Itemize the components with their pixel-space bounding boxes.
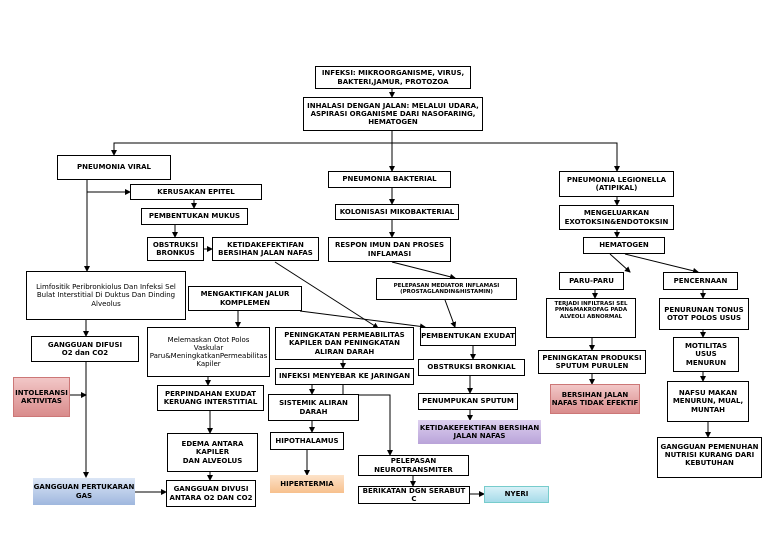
node-gangguan-nutrisi-label: GANGGUAN PEMENUHAN NUTRISI KURANG DARI K… (660, 443, 759, 468)
node-penumpukan-sputum: PENUMPUKAN SPUTUM (418, 393, 518, 410)
node-obstruksi-bronkus-label: OBSTRUKSI BRONKUS (152, 240, 199, 257)
node-terjadi-infiltrasi-label: TERJADI INFILTRASI SEL PMN&MAKROFAG PADA… (554, 301, 628, 320)
node-penumpukan-sputum-label: PENUMPUKAN SPUTUM (422, 397, 514, 406)
node-perpindahan-exudat: PERPINDAHAN EXUDAT KERUANG INTERSTITIAL (157, 385, 264, 411)
node-limfositik-label: Limfositik Peribronkiolus Dan Infeksi Se… (36, 283, 176, 308)
node-pencernaan-label: PENCERNAAN (673, 276, 728, 285)
node-hematogen: HEMATOGEN (583, 237, 665, 254)
node-pneumonia-bakterial: PNEUMONIA BAKTERIAL (328, 171, 451, 188)
node-gangguan-nutrisi: GANGGUAN PEMENUHAN NUTRISI KURANG DARI K… (657, 437, 762, 478)
node-pelepasan-neuro: PELEPASAN NEUROTRANSMITER (358, 455, 469, 476)
node-kolonisasi-label: KOLONISASI MIKOBAKTERIAL (339, 207, 455, 216)
node-infeksi-menyebar-label: INFEKSI MENYEBAR KE JARINGAN (278, 372, 411, 381)
node-bersihan-tidak-efektif: BERSIHAN JALAN NAFAS TIDAK EFEKTIF (550, 384, 640, 414)
node-pembentukan-mukus: PEMBENTUKAN MUKUS (141, 208, 248, 225)
node-mengeluarkan: MENGELUARKAN EXOTOKSIN&ENDOTOKSIN (559, 205, 674, 230)
node-ketidakefektifan-2: KETIDAKEFEKTIFAN BERSIHAN JALAN NAFAS (418, 420, 541, 444)
node-obstruksi-bronkus: OBSTRUKSI BRONKUS (147, 237, 204, 261)
node-pelepasan-neuro-label: PELEPASAN NEUROTRANSMITER (374, 457, 453, 474)
node-terjadi-infiltrasi: TERJADI INFILTRASI SEL PMN&MAKROFAG PADA… (546, 298, 636, 338)
node-mengeluarkan-label: MENGELUARKAN EXOTOKSIN&ENDOTOKSIN (564, 209, 669, 226)
node-infeksi-menyebar: INFEKSI MENYEBAR KE JARINGAN (275, 368, 414, 385)
node-respon-imun-label: RESPON IMUN DAN PROSES INFLAMASI (335, 241, 444, 258)
node-motilitas: MOTILITAS USUS MENURUN (673, 337, 739, 372)
node-ketidakefektifan-2-label: KETIDAKEFEKTIFAN BERSIHAN JALAN NAFAS (419, 423, 540, 440)
node-mengaktifkan-label: MENGAKTIFKAN JALUR KOMPLEMEN (200, 290, 290, 307)
node-nyeri-label: NYERI (504, 490, 529, 499)
node-gangguan-difusi-1: GANGGUAN DIFUSI O2 dan CO2 (31, 336, 139, 362)
node-hipertermia: HIPERTERMIA (270, 475, 344, 493)
node-intoleransi-label: INTOLERANSI AKTIVITAS (15, 388, 68, 405)
node-nyeri: NYERI (484, 486, 549, 503)
node-gangguan-difusi-2-label: GANGGUAN DIVUSI ANTARA O2 DAN CO2 (169, 485, 253, 502)
node-hipothalamus-label: HIPOTHALAMUS (275, 436, 339, 445)
node-pneumonia-legionella: PNEUMONIA LEGIONELLA (ATIPIKAL) (559, 171, 674, 197)
node-pneumonia-viral-label: PNEUMONIA VIRAL (77, 163, 151, 172)
node-infeksi-label: INFEKSI: MIKROORGANISME, VIRUS, BAKTERI,… (321, 69, 465, 86)
node-infeksi: INFEKSI: MIKROORGANISME, VIRUS, BAKTERI,… (315, 66, 471, 89)
node-berikatan-label: BERIKATAN DGN SERABUT C (362, 486, 466, 503)
node-kolonisasi: KOLONISASI MIKOBAKTERIAL (335, 204, 459, 220)
node-nafsu-makan: NAFSU MAKAN MENURUN, MUAL, MUNTAH (667, 381, 749, 422)
node-pembentukan-mukus-label: PEMBENTUKAN MUKUS (148, 212, 241, 221)
node-pembentukan-exudat-label: PEMBENTUKAN EXUDAT (421, 332, 515, 341)
node-penurunan-tonus: PENURUNAN TONUS OTOT POLOS USUS (659, 298, 749, 330)
node-hematogen-label: HEMATOGEN (599, 241, 649, 250)
node-peningkatan-sputum: PENINGKATAN PRODUKSI SPUTUM PURULEN (538, 350, 646, 374)
node-pneumonia-legionella-label: PNEUMONIA LEGIONELLA (ATIPIKAL) (566, 175, 667, 192)
node-ketidakefektifan-1: KETIDAKEFEKTIFAN BERSIHAN JALAN NAFAS (212, 237, 319, 261)
node-melemaskan: Melemaskan Otot Polos Vaskular Paru&Meni… (147, 327, 270, 377)
node-hipertermia-label: HIPERTERMIA (280, 479, 334, 488)
node-nafsu-makan-label: NAFSU MAKAN MENURUN, MUAL, MUNTAH (672, 389, 744, 414)
node-bersihan-tidak-efektif-label: BERSIHAN JALAN NAFAS TIDAK EFEKTIF (551, 390, 639, 407)
node-pneumonia-bakterial-label: PNEUMONIA BAKTERIAL (342, 175, 437, 184)
node-pelepasan-mediator: PELEPASAN MEDIATOR INFLAMASI (PROSTAGLAN… (376, 278, 517, 300)
node-obstruksi-bronkial: OBSTRUKSI BRONKIAL (418, 359, 525, 376)
node-gangguan-difusi-2: GANGGUAN DIVUSI ANTARA O2 DAN CO2 (166, 480, 256, 507)
node-pembentukan-exudat: PEMBENTUKAN EXUDAT (420, 327, 516, 346)
node-obstruksi-bronkial-label: OBSTRUKSI BRONKIAL (427, 363, 516, 372)
node-edema-label: EDEMA ANTARA KAPILER DAN ALVEOLUS (181, 440, 244, 465)
node-mengaktifkan: MENGAKTIFKAN JALUR KOMPLEMEN (188, 286, 302, 311)
node-pencernaan: PENCERNAAN (663, 272, 738, 290)
node-sistemik: SISTEMIK ALIRAN DARAH (268, 394, 359, 421)
node-gangguan-pertukaran: GANGGUAN PERTUKARAN GAS (33, 478, 135, 505)
node-kerusakan-epitel-label: KERUSAKAN EPITEL (157, 187, 235, 196)
node-paru-paru: PARU-PARU (559, 272, 624, 290)
node-gangguan-pertukaran-label: GANGGUAN PERTUKARAN GAS (33, 483, 135, 500)
node-paru-paru-label: PARU-PARU (569, 276, 614, 285)
node-ketidakefektifan-1-label: KETIDAKEFEKTIFAN BERSIHAN JALAN NAFAS (218, 240, 313, 257)
node-sistemik-label: SISTEMIK ALIRAN DARAH (279, 399, 348, 416)
node-peningkatan-sputum-label: PENINGKATAN PRODUKSI SPUTUM PURULEN (542, 353, 642, 370)
node-peningkatan-permeabilitas-label: PENINGKATAN PERMEABILITAS KAPILER DAN PE… (284, 331, 405, 356)
node-perpindahan-exudat-label: PERPINDAHAN EXUDAT KERUANG INTERSTITIAL (163, 389, 258, 406)
node-peningkatan-permeabilitas: PENINGKATAN PERMEABILITAS KAPILER DAN PE… (275, 327, 414, 360)
node-pelepasan-mediator-label: PELEPASAN MEDIATOR INFLAMASI (PROSTAGLAN… (393, 282, 500, 295)
node-kerusakan-epitel: KERUSAKAN EPITEL (130, 184, 262, 200)
node-respon-imun: RESPON IMUN DAN PROSES INFLAMASI (328, 237, 451, 262)
node-pneumonia-viral: PNEUMONIA VIRAL (57, 155, 171, 180)
node-edema: EDEMA ANTARA KAPILER DAN ALVEOLUS (167, 433, 258, 472)
node-inhalasi-label: INHALASI DENGAN JALAN: MELALUI UDARA, AS… (307, 101, 479, 127)
node-gangguan-difusi-1-label: GANGGUAN DIFUSI O2 dan CO2 (47, 340, 123, 357)
node-berikatan: BERIKATAN DGN SERABUT C (358, 486, 470, 504)
node-penurunan-tonus-label: PENURUNAN TONUS OTOT POLOS USUS (664, 305, 744, 322)
node-inhalasi: INHALASI DENGAN JALAN: MELALUI UDARA, AS… (303, 97, 483, 131)
node-intoleransi: INTOLERANSI AKTIVITAS (13, 377, 70, 417)
node-melemaskan-label: Melemaskan Otot Polos Vaskular Paru&Meni… (149, 335, 268, 369)
node-hipothalamus: HIPOTHALAMUS (270, 432, 344, 450)
node-motilitas-label: MOTILITAS USUS MENURUN (684, 342, 728, 367)
node-limfositik: Limfositik Peribronkiolus Dan Infeksi Se… (26, 271, 186, 320)
